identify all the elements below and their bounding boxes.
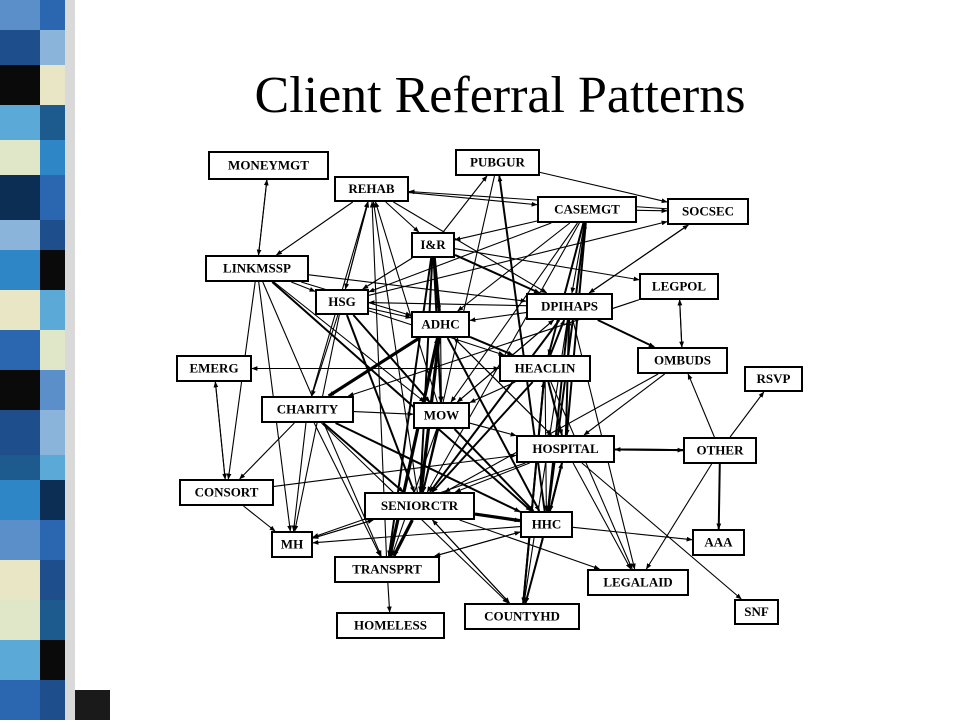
edge-other-to-aaa (719, 464, 720, 529)
node-snf: SNF (735, 600, 778, 624)
node-label: PUBGUR (470, 154, 526, 169)
edge-seniorctr-to-hhc (475, 514, 520, 521)
node-countyhd: COUNTYHD (465, 604, 579, 629)
edge-linkmssp-to-moneymgt (259, 180, 267, 255)
node-mh: MH (272, 532, 312, 557)
node-ombuds: OMBUDS (638, 348, 727, 373)
node-hhc: HHC (521, 512, 572, 537)
edge-rehab-to-ir (386, 202, 419, 232)
node-label: LEGALAID (603, 574, 672, 589)
node-label: MONEYMGT (228, 157, 309, 172)
node-homeless: HOMELESS (337, 613, 444, 638)
node-label: CHARITY (277, 401, 339, 416)
edge-seniorctr-to-rehab (373, 202, 417, 492)
node-transprt: TRANSPRT (335, 557, 439, 582)
node-other: OTHER (684, 438, 756, 463)
node-label: CONSORT (195, 484, 259, 499)
node-label: LEGPOL (652, 278, 707, 293)
edge-mh-to-seniorctr (313, 520, 373, 538)
node-label: CASEMGT (554, 201, 620, 216)
edge-linkmssp-to-hsg (291, 282, 315, 291)
edge-charity-to-consort (240, 423, 295, 479)
edge-ir-to-pubgur (443, 176, 487, 232)
node-label: RSVP (757, 371, 791, 386)
edge-rehab-to-linkmssp (276, 202, 352, 255)
node-socsec: SOCSEC (668, 199, 748, 224)
node-label: HOSPITAL (532, 441, 599, 456)
node-label: HSG (328, 294, 355, 309)
node-adhc: ADHC (412, 312, 469, 337)
node-label: DPIHAPS (541, 298, 598, 313)
node-legalaid: LEGALAID (588, 570, 688, 595)
node-label: TRANSPRT (352, 561, 422, 576)
node-seniorctr: SENIORCTR (365, 493, 474, 519)
node-label: REHAB (348, 181, 395, 196)
node-label: COUNTYHD (484, 608, 560, 623)
edge-hhc-to-aaa (573, 527, 692, 539)
node-label: AAA (704, 534, 733, 549)
node-legpol: LEGPOL (640, 274, 718, 299)
edge-casemgt-to-ir (455, 221, 537, 240)
node-pubgur: PUBGUR (456, 150, 539, 175)
node-label: MH (281, 536, 303, 551)
edge-other-to-ombuds (688, 374, 714, 437)
node-label: SOCSEC (682, 203, 734, 218)
node-linkmssp: LINKMSSP (206, 256, 308, 281)
edge-dpihaps-to-hsg (369, 303, 526, 306)
node-rsvp: RSVP (745, 367, 802, 391)
edge-ir-to-legpol (455, 249, 639, 280)
edge-other-to-hospital (615, 449, 683, 450)
node-heaclin: HEACLIN (500, 356, 590, 381)
edge-transprt-to-homeless (388, 583, 390, 612)
node-rehab: REHAB (335, 177, 408, 201)
node-charity: CHARITY (262, 397, 353, 422)
node-aaa: AAA (693, 530, 744, 555)
node-label: SENIORCTR (381, 498, 459, 513)
node-label: OTHER (697, 442, 745, 457)
node-mow: MOW (414, 403, 469, 428)
node-label: MOW (424, 407, 459, 422)
edge-charity-to-mh (294, 423, 306, 531)
edge-consort-to-emerg (215, 382, 225, 479)
edge-dpihaps-to-ombuds (598, 320, 655, 347)
node-label: HHC (532, 516, 562, 531)
node-label: SNF (744, 604, 769, 619)
node-label: OMBUDS (654, 352, 711, 367)
node-hsg: HSG (316, 290, 368, 314)
node-label: HEACLIN (515, 360, 576, 375)
node-ir: I&R (412, 233, 454, 257)
edge-ombuds-to-legpol (680, 300, 682, 347)
node-label: EMERG (189, 360, 238, 375)
edge-countyhd-to-seniorctr (432, 520, 509, 603)
edge-adhc-to-mow (441, 338, 442, 402)
node-label: ADHC (421, 316, 459, 331)
node-dpihaps: DPIHAPS (527, 294, 612, 319)
node-label: I&R (420, 237, 446, 252)
node-emerg: EMERG (177, 356, 251, 381)
edge-ombuds-to-hospital (584, 374, 665, 435)
edge-consort-to-hospital (274, 455, 516, 486)
edge-other-to-rsvp (730, 392, 764, 437)
edge-heaclin-to-legalaid (551, 382, 632, 569)
node-label: LINKMSSP (223, 260, 291, 275)
node-moneymgt: MONEYMGT (209, 152, 328, 179)
node-consort: CONSORT (180, 480, 273, 505)
node-label: HOMELESS (354, 617, 427, 632)
node-hospital: HOSPITAL (517, 436, 614, 462)
edge-hsg-to-rehab (345, 202, 368, 289)
edge-consort-to-mh (244, 506, 275, 531)
node-casemgt: CASEMGT (538, 197, 636, 222)
